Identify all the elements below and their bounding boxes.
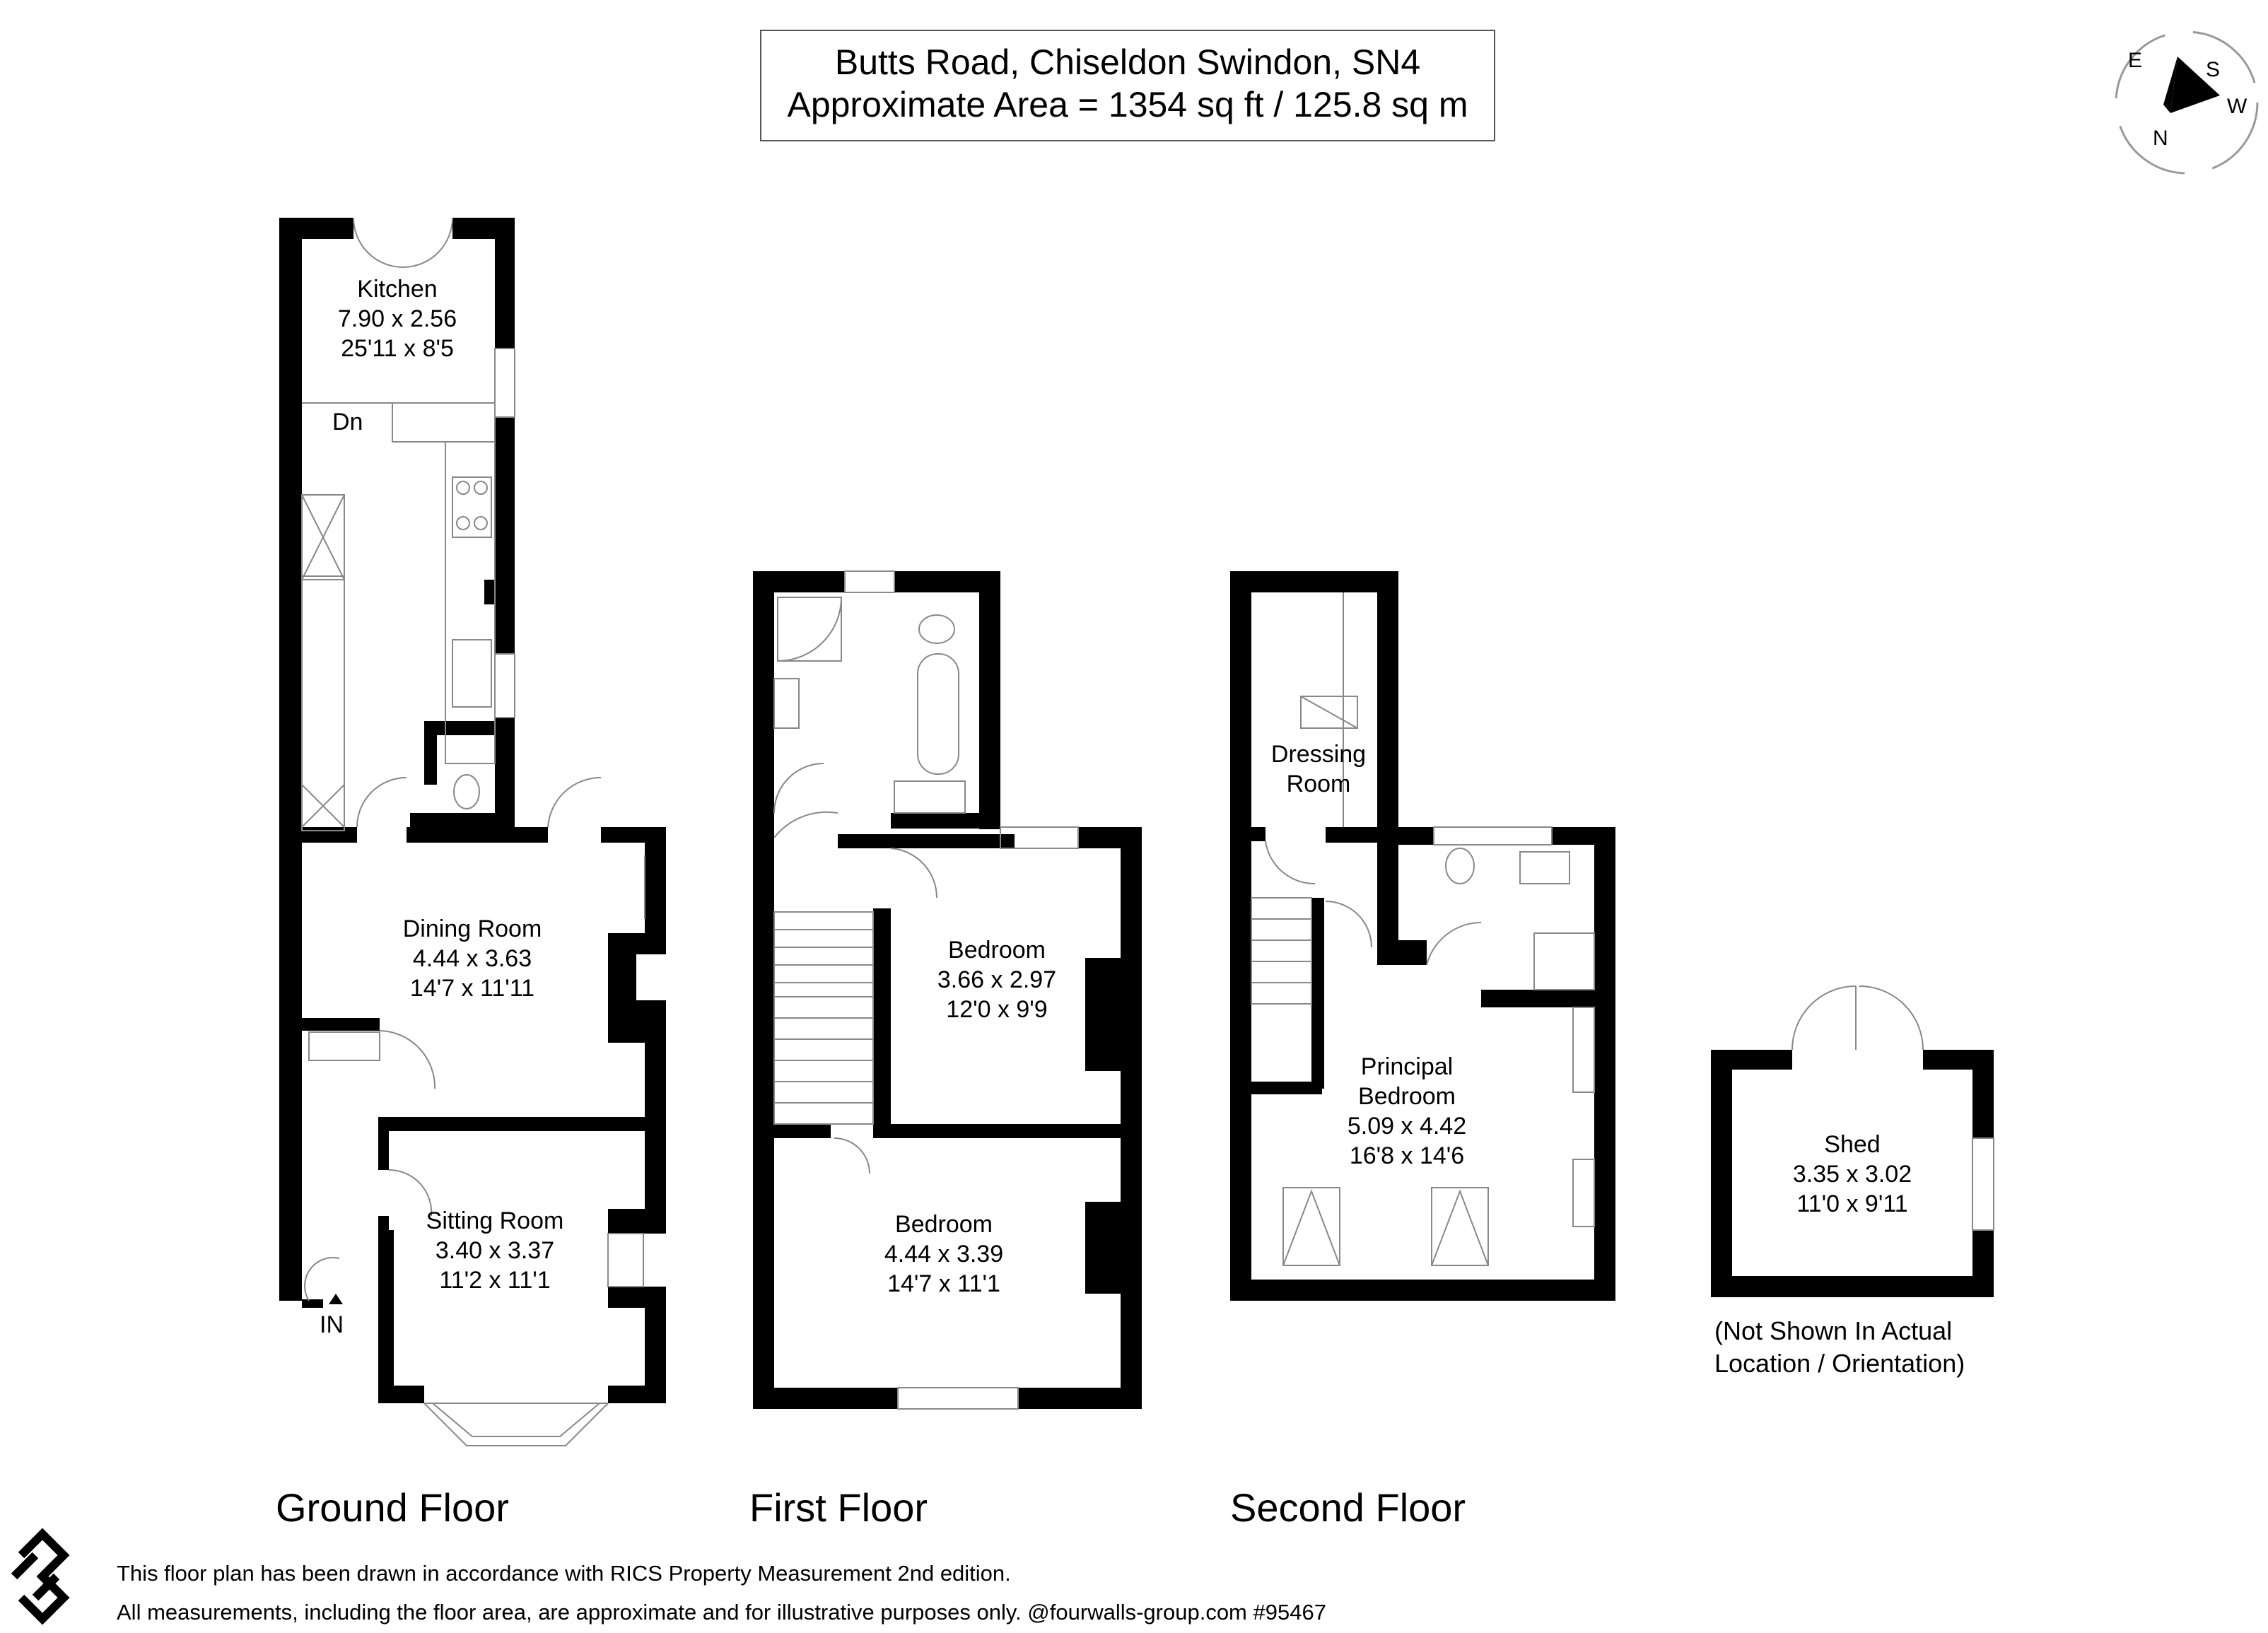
floor-label-first: First Floor <box>749 1485 928 1530</box>
shed-walls <box>1711 1050 1994 1297</box>
room-label-sitting: Sitting Room 3.40 x 3.37 11'2 x 11'1 <box>426 1207 564 1294</box>
compass-needle-icon <box>2170 57 2220 113</box>
shed-fixtures <box>1791 985 1994 1231</box>
shed-name: Shed <box>1824 1131 1880 1158</box>
room-label-shed: Shed 3.35 x 3.02 11'0 x 9'11 <box>1793 1131 1912 1217</box>
footer-line2: All measurements, including the floor ar… <box>117 1600 1326 1625</box>
principal-name-1: Principal <box>1361 1053 1453 1080</box>
dining-imperial: 14'7 x 11'11 <box>410 975 534 1002</box>
dining-name: Dining Room <box>403 915 542 942</box>
bedroom-large-metric: 4.44 x 3.39 <box>884 1241 1003 1268</box>
address-text: Butts Road, Chiseldon Swindon, SN4 <box>834 42 1421 82</box>
compass-s: S <box>2206 58 2220 81</box>
dressing-name-1: Dressing <box>1271 741 1366 768</box>
principal-metric: 5.09 x 4.42 <box>1348 1113 1466 1140</box>
bedroom-small-metric: 3.66 x 2.97 <box>937 966 1056 993</box>
bedroom-small-name: Bedroom <box>948 937 1046 964</box>
dn-label: Dn <box>332 409 363 435</box>
shed-metric: 3.35 x 3.02 <box>1793 1161 1912 1188</box>
entrance-label: IN <box>320 1311 344 1338</box>
bedroom-large-imperial: 14'7 x 11'1 <box>887 1270 1000 1297</box>
room-label-bedroom-large: Bedroom 4.44 x 3.39 14'7 x 11'1 <box>884 1211 1003 1297</box>
bedroom-small-imperial: 12'0 x 9'9 <box>946 996 1047 1023</box>
dressing-name-2: Room <box>1287 771 1351 797</box>
room-label-bedroom-small: Bedroom 3.66 x 2.97 12'0 x 9'9 <box>937 937 1056 1023</box>
compass-e: E <box>2128 49 2142 72</box>
room-label-principal: Principal Bedroom 5.09 x 4.42 16'8 x 14'… <box>1348 1053 1466 1169</box>
floor-label-second: Second Floor <box>1230 1485 1466 1530</box>
title-box: Butts Road, Chiseldon Swindon, SN4 Appro… <box>760 30 1495 141</box>
ground-floor-walls <box>279 218 666 1403</box>
compass-w: W <box>2227 95 2247 118</box>
area-text: Approximate Area = 1354 sq ft / 125.8 sq… <box>787 85 1468 124</box>
room-label-dining: Dining Room 4.44 x 3.63 14'7 x 11'11 <box>403 915 542 1002</box>
ground-floor-fixtures <box>301 217 645 1446</box>
kitchen-imperial: 25'11 x 8'5 <box>341 335 454 362</box>
sitting-metric: 3.40 x 3.37 <box>436 1237 554 1264</box>
kitchen-name: Kitchen <box>357 276 437 303</box>
entrance-arrow-icon <box>329 1294 343 1304</box>
shed-note: (Not Shown In Actual Location / Orientat… <box>1714 1315 1965 1380</box>
bedroom-large-name: Bedroom <box>895 1211 993 1238</box>
shed-note-line1: (Not Shown In Actual <box>1714 1316 1953 1345</box>
second-floor-fixtures <box>1251 592 1595 1266</box>
principal-name-2: Bedroom <box>1358 1083 1456 1110</box>
room-label-dressing: Dressing Room <box>1271 741 1366 797</box>
first-floor-fixtures <box>773 570 1079 1410</box>
shed-note-line2: Location / Orientation) <box>1714 1349 1965 1378</box>
company-logo-icon <box>11 1528 70 1625</box>
compass-icon: S E W N <box>2115 30 2259 175</box>
first-floor-walls <box>753 571 1142 1409</box>
room-label-kitchen: Kitchen 7.90 x 2.56 25'11 x 8'5 <box>338 276 457 362</box>
footer-line1: This floor plan has been drawn in accord… <box>117 1561 1011 1586</box>
dining-metric: 4.44 x 3.63 <box>413 945 532 972</box>
floor-label-ground: Ground Floor <box>276 1485 509 1530</box>
compass-n: N <box>2153 127 2168 150</box>
sitting-name: Sitting Room <box>426 1207 564 1234</box>
principal-imperial: 16'8 x 14'6 <box>1350 1142 1464 1169</box>
shed-imperial: 11'0 x 9'11 <box>1796 1190 1907 1217</box>
kitchen-metric: 7.90 x 2.56 <box>338 305 457 332</box>
second-floor-walls <box>1230 571 1615 1301</box>
sitting-imperial: 11'2 x 11'1 <box>439 1267 550 1294</box>
